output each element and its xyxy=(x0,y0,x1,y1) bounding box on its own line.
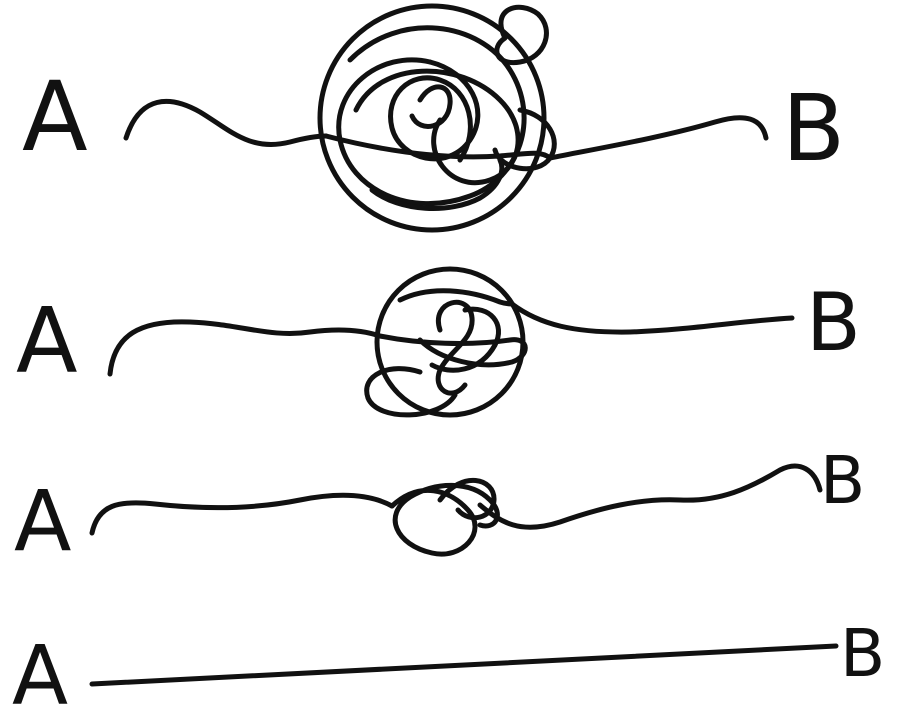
row-4-end-label: B xyxy=(840,615,885,692)
row-4-line xyxy=(92,646,836,684)
row-3-line-left xyxy=(92,495,392,533)
row-4-straight-line: A B xyxy=(12,615,885,712)
row-1-line-left xyxy=(126,101,326,144)
row-3-line-right xyxy=(480,466,820,527)
row-3-light-tangle: A B xyxy=(14,442,865,570)
row-1-line-right xyxy=(550,118,766,158)
row-1-heavy-tangle: A B xyxy=(22,6,845,230)
row-3-tangle-knot xyxy=(392,480,497,554)
row-2-tangle-knot xyxy=(367,269,526,415)
row-1-tangle-knot xyxy=(320,6,554,230)
row-2-start-label: A xyxy=(16,289,78,394)
row-2-line-left xyxy=(110,322,380,374)
row-3-end-label: B xyxy=(820,442,865,519)
row-1-start-label: A xyxy=(22,61,88,173)
row-1-end-label: B xyxy=(782,75,845,182)
row-2-end-label: B xyxy=(806,276,861,369)
row-2-line-right xyxy=(512,304,792,332)
row-3-start-label: A xyxy=(14,472,71,570)
row-2-medium-tangle: A B xyxy=(16,269,861,415)
row-4-start-label: A xyxy=(12,629,68,712)
